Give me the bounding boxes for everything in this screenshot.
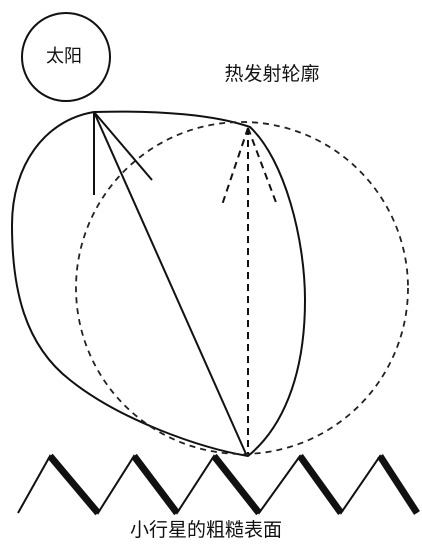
thermal-contour-label: 热发射轮廓	[224, 63, 319, 85]
sun: 太阳	[22, 13, 110, 101]
dashed-left-line	[222, 128, 248, 205]
long-diagonal-line	[94, 112, 246, 454]
dashed-right-line	[248, 128, 277, 205]
sun-label: 太阳	[46, 46, 82, 67]
dashed-sphere-circle	[76, 122, 408, 454]
zigzag-thick-2	[134, 456, 177, 513]
zigzag-thick-5	[380, 456, 417, 513]
zigzag-thick-1	[50, 456, 98, 513]
rough-surface	[18, 456, 417, 513]
emission-dashed-lines	[222, 128, 277, 454]
zigzag-thick-4	[300, 456, 341, 513]
zigzag-thick-3	[214, 456, 259, 513]
diagonal-short-line	[94, 112, 152, 180]
rough-surface-label: 小行星的粗糙表面	[130, 519, 282, 541]
incident-lines	[94, 112, 246, 454]
